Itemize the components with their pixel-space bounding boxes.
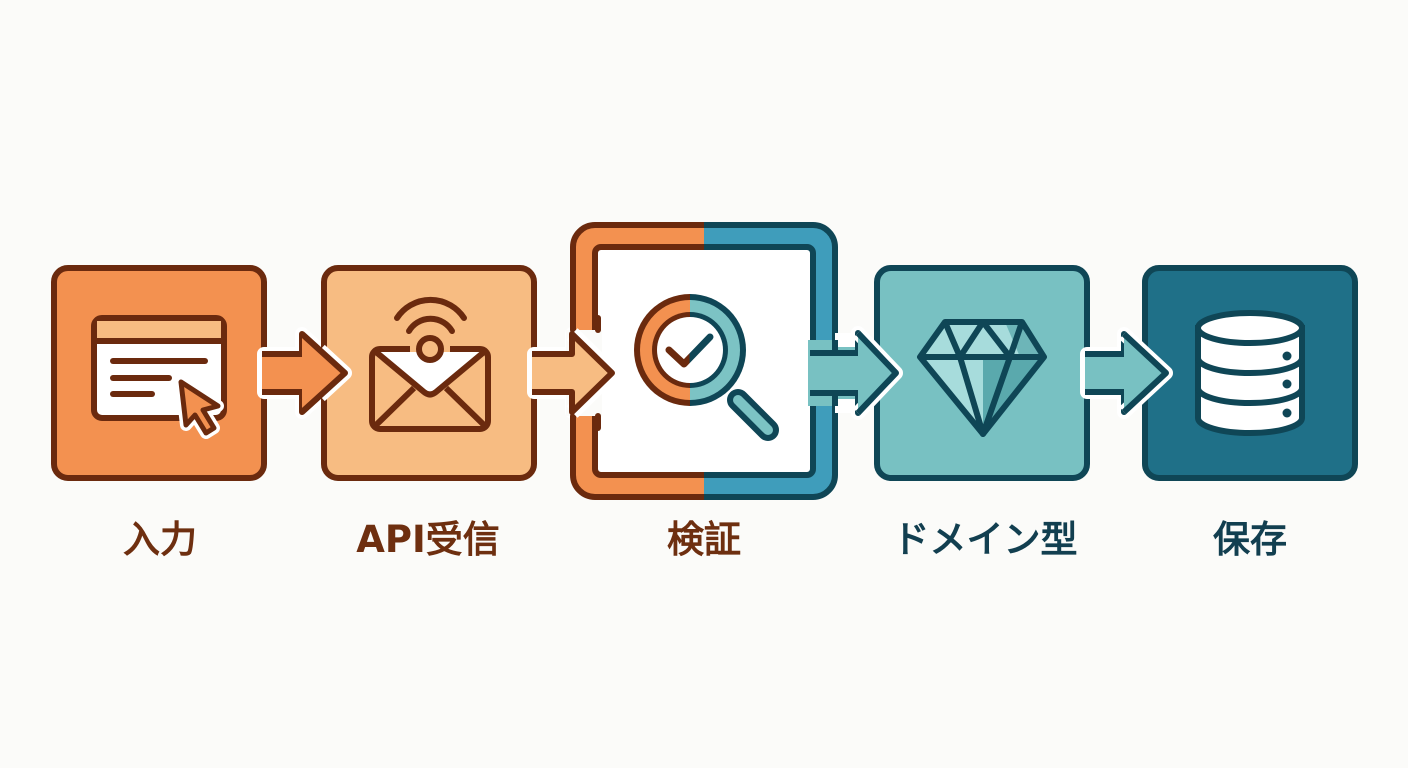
form-window-cursor-icon <box>91 315 227 439</box>
step-label-input: 入力 <box>123 518 197 561</box>
step-label-validate: 検証 <box>667 518 741 561</box>
step-label-api: API受信 <box>356 518 500 561</box>
arrow-right-icon <box>560 328 620 418</box>
magnifier-check-icon <box>634 294 779 441</box>
arrow-right-icon <box>299 331 352 415</box>
arrow-right-icon <box>1119 328 1173 418</box>
envelope-signal-icon <box>369 296 491 432</box>
diamond-icon <box>917 319 1047 437</box>
step-label-store: 保存 <box>1213 518 1287 561</box>
frame-gap-left <box>570 313 601 431</box>
database-icon <box>1195 310 1305 436</box>
step-label-domain: ドメイン型 <box>892 518 1078 561</box>
arrow-right-icon <box>852 328 903 418</box>
